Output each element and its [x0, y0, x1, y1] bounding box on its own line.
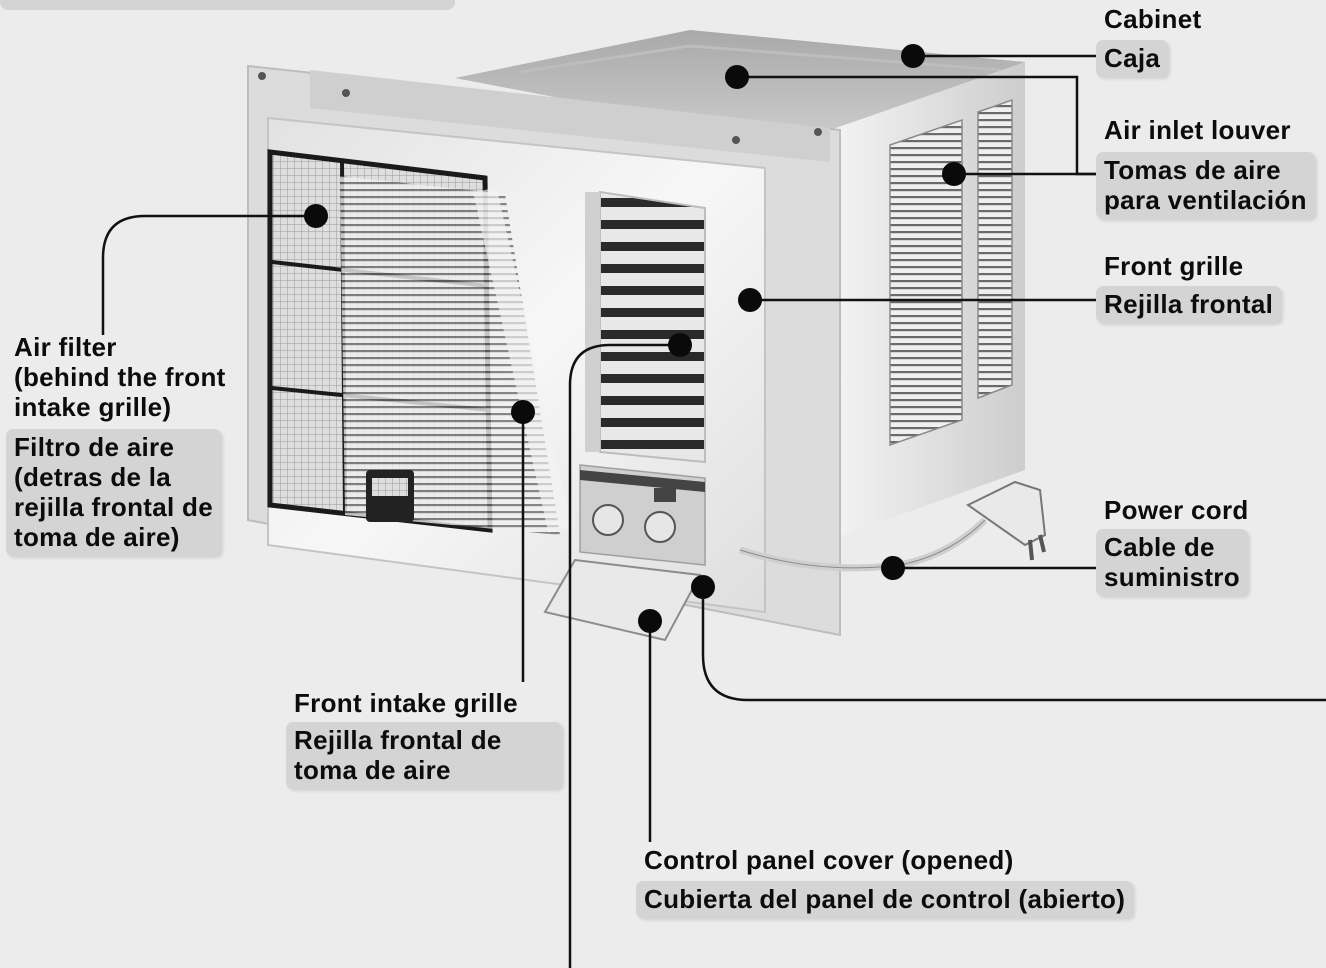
power-cord-label-es: Cable de suministro — [1096, 529, 1248, 596]
cabinet-dot — [901, 44, 925, 68]
control-panel-cover-label-en: Control panel cover (opened) — [644, 845, 1014, 875]
top-label-strip — [0, 0, 455, 10]
mode-knob[interactable] — [644, 511, 676, 543]
front-grille-label-en: Front grille — [1104, 251, 1244, 281]
air-inlet-louver-dot — [942, 162, 966, 186]
side-louver-1 — [889, 118, 963, 447]
air-outlet-vent — [599, 190, 706, 464]
control-panel-dot — [691, 575, 715, 599]
control-panel-cover-element — [543, 558, 702, 642]
air-filter-label-en: Air filter (behind the front intake gril… — [14, 332, 226, 422]
control-panel-cover-dot — [638, 609, 662, 633]
front-intake-grille-label-es: Rejilla frontal de toma de aire — [286, 722, 562, 789]
power-cord-label-en: Power cord — [1104, 495, 1249, 525]
air-inlet-louver-label-en: Air inlet louver — [1104, 115, 1291, 145]
front-intake-grille-label-en: Front intake grille — [294, 688, 518, 718]
cabinet-label-en: Cabinet — [1104, 4, 1202, 34]
front-intake-grille-dot — [511, 400, 535, 424]
callout-dots — [304, 44, 966, 633]
outlet-vent-dot — [668, 333, 692, 357]
power-cord-dot — [881, 556, 905, 580]
thermostat-knob[interactable] — [592, 504, 624, 536]
front-grille-dot — [738, 288, 762, 312]
power-plug — [966, 480, 1047, 547]
cabinet-label-es: Caja — [1096, 40, 1169, 77]
callout-lines — [101, 54, 1326, 968]
air-filter-dot — [304, 204, 328, 228]
air-inlet-louver-label-es: Tomas de aire para ventilación — [1096, 152, 1315, 219]
control-panel-cover-label-es: Cubierta del panel de control (abierto) — [636, 881, 1134, 918]
air-filter-label-es: Filtro de aire (detras de la rejilla fro… — [6, 429, 222, 556]
cabinet-top-dot — [725, 65, 749, 89]
side-louver-2 — [977, 98, 1013, 400]
front-grille-label-es: Rejilla frontal — [1096, 286, 1282, 323]
